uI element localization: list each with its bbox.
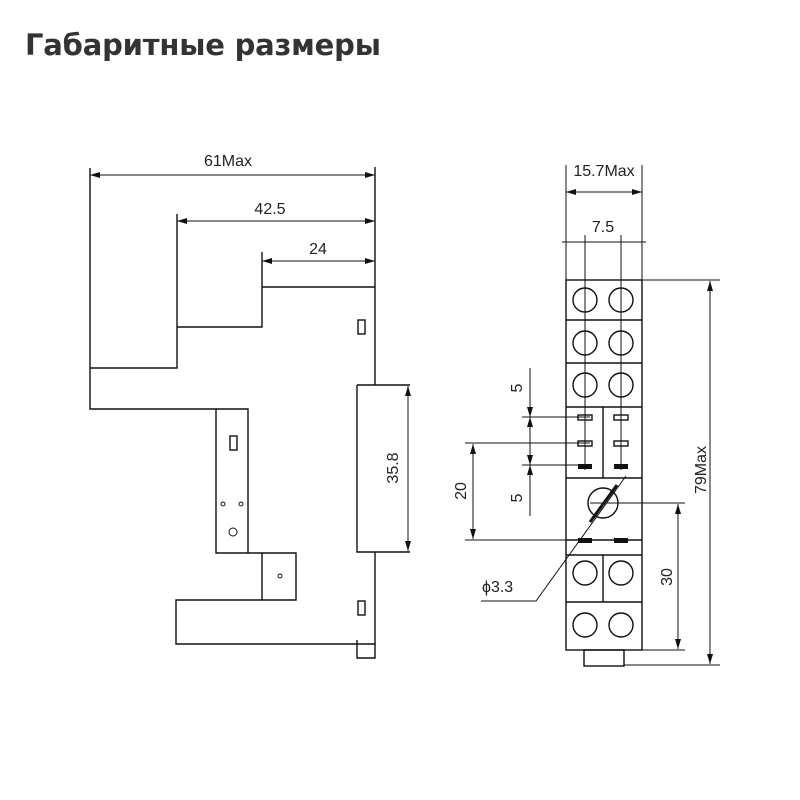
dim-5-lower: 5 [509,493,526,502]
dim-42-5: 42.5 [254,201,285,218]
dim-7-5: 7.5 [592,219,614,236]
dim-61max: 61Max [204,153,252,170]
dim-20: 20 [453,482,470,500]
dim-30: 30 [659,568,676,586]
dim-79max: 79Max [693,446,710,494]
front-view: 15.7Max 7.5 79Max 30 20 5 5 ϕ3.3 [453,163,720,667]
dim-15-7max: 15.7Max [573,163,634,180]
page-title: Габаритные размеры [25,28,381,62]
dim-5-upper: 5 [509,383,526,392]
dim-35-8: 35.8 [385,452,402,483]
side-view: 61Max 42.5 24 35.8 [89,153,411,659]
dim-24: 24 [309,241,327,258]
side-outline [89,167,376,645]
dim-hole-diameter: ϕ3.3 [482,579,513,596]
